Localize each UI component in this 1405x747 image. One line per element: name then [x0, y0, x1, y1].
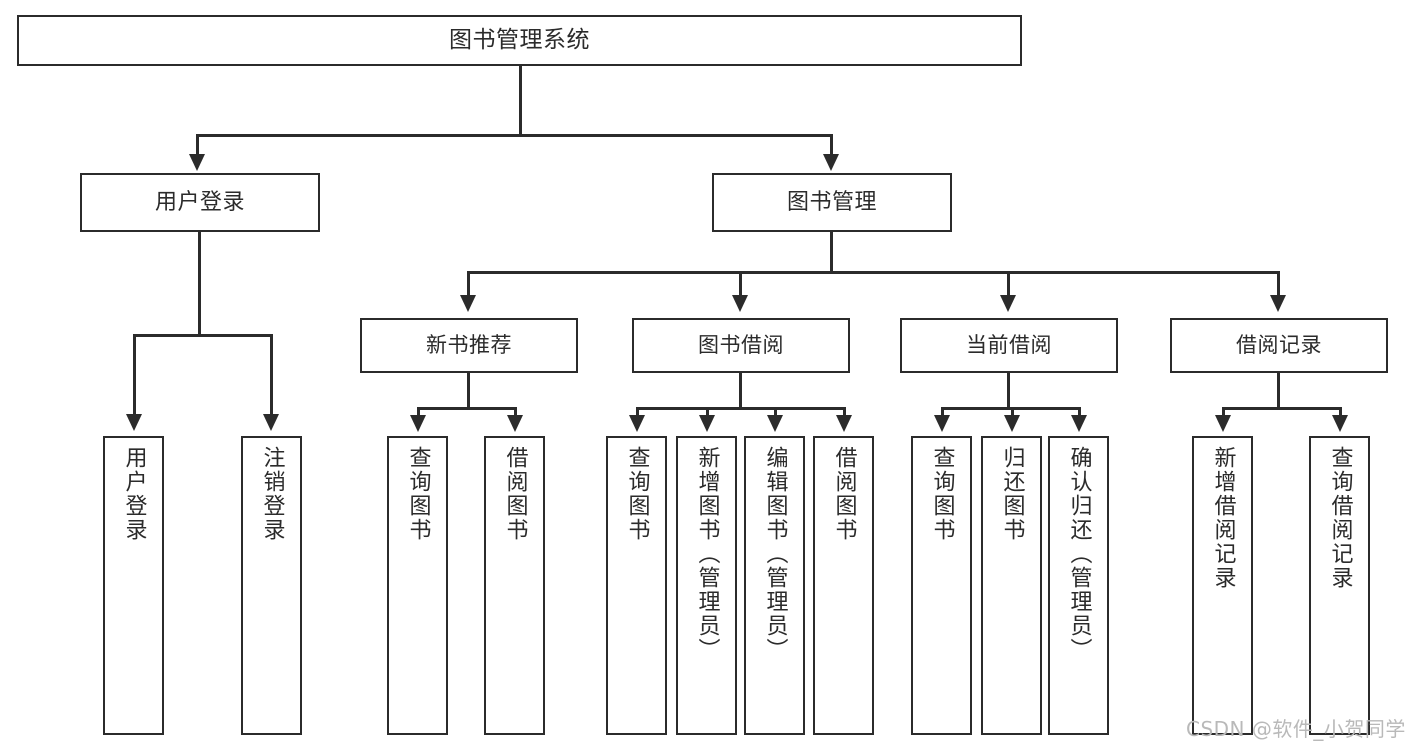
node-label: 用户登录 [154, 189, 245, 215]
connector-current-borrow-drop-1 [941, 407, 944, 417]
arrowhead-book-borrow-leaf-1 [629, 415, 645, 432]
node-label: 当前借阅 [966, 333, 1052, 358]
leaf-current-borrow-return-book[interactable]: 归还图书 [981, 436, 1042, 735]
connector-level2-bus [467, 271, 1279, 274]
connector-book-management-stem [830, 232, 833, 271]
arrowhead-current-borrow [1000, 295, 1016, 312]
connector-borrow-record-stem [1277, 373, 1280, 407]
connector-current-borrow-stem [1007, 373, 1010, 407]
arrowhead-new-book-leaf-2 [507, 415, 523, 432]
node-current-borrow[interactable]: 当前借阅 [900, 318, 1118, 373]
arrowhead-new-book-leaf-1 [410, 415, 426, 432]
arrowhead-user-login [189, 154, 205, 171]
node-label: 归还图书 [999, 446, 1025, 542]
arrowhead-borrow-record [1270, 295, 1286, 312]
connector-book-borrow-drop-2 [706, 407, 709, 417]
connector-borrow-record-bus [1222, 407, 1342, 410]
node-label: 新书推荐 [426, 333, 512, 358]
connector-current-borrow-bus [941, 407, 1080, 410]
arrowhead-book-borrow [732, 295, 748, 312]
connector-borrow-record-drop-1 [1222, 407, 1225, 417]
connector-level2-drop-4 [1277, 271, 1280, 297]
arrowhead-new-book-recommend [460, 295, 476, 312]
connector-level1-drop-book-management [830, 134, 833, 156]
leaf-new-book-query-book[interactable]: 查询图书 [387, 436, 448, 735]
node-label: 查询借阅记录 [1327, 446, 1353, 590]
node-user-login[interactable]: 用户登录 [80, 173, 320, 232]
arrowhead-book-borrow-leaf-3 [767, 415, 783, 432]
arrowhead-borrow-record-leaf-1 [1215, 415, 1231, 432]
connector-new-book-stem [467, 373, 470, 407]
connector-root-stem [519, 66, 522, 134]
arrowhead-user-login-leaf-1 [126, 414, 142, 431]
node-label: 编辑图书（管理员） [762, 446, 788, 662]
arrowhead-current-borrow-leaf-3 [1071, 415, 1087, 432]
leaf-book-borrow-add-book-admin[interactable]: 新增图书（管理员） [676, 436, 737, 735]
node-label: 图书借阅 [698, 333, 784, 358]
node-label: 查询图书 [624, 446, 650, 542]
node-label: 借阅记录 [1236, 333, 1322, 358]
connector-level2-drop-3 [1007, 271, 1010, 297]
connector-borrow-record-drop-2 [1339, 407, 1342, 417]
connector-user-login-drop-2 [270, 334, 273, 416]
node-label: 查询图书 [929, 446, 955, 542]
arrowhead-current-borrow-leaf-1 [934, 415, 950, 432]
node-label: 图书管理 [786, 189, 877, 215]
connector-book-borrow-drop-3 [774, 407, 777, 417]
connector-user-login-drop-1 [133, 334, 136, 416]
leaf-user-login-logout[interactable]: 注销登录 [241, 436, 302, 735]
connector-level1-bus [196, 134, 833, 137]
connector-level2-drop-1 [467, 271, 470, 297]
node-label: 图书管理系统 [449, 27, 590, 54]
connector-book-borrow-bus [636, 407, 844, 410]
node-book-management[interactable]: 图书管理 [712, 173, 952, 232]
leaf-borrow-record-query-record[interactable]: 查询借阅记录 [1309, 436, 1370, 735]
leaf-book-borrow-edit-book-admin[interactable]: 编辑图书（管理员） [744, 436, 805, 735]
arrowhead-user-login-leaf-2 [263, 414, 279, 431]
node-label: 查询图书 [405, 446, 431, 542]
node-borrow-record[interactable]: 借阅记录 [1170, 318, 1388, 373]
node-label: 借阅图书 [831, 446, 857, 542]
connector-user-login-bus [133, 334, 272, 337]
connector-book-borrow-drop-4 [843, 407, 846, 417]
arrowhead-book-borrow-leaf-4 [836, 415, 852, 432]
connector-new-book-bus [417, 407, 517, 410]
connector-current-borrow-drop-2 [1011, 407, 1014, 417]
connector-current-borrow-drop-3 [1078, 407, 1081, 417]
arrowhead-book-management [823, 154, 839, 171]
node-new-book-recommend[interactable]: 新书推荐 [360, 318, 578, 373]
node-label: 用户登录 [121, 446, 147, 542]
leaf-book-borrow-query-book[interactable]: 查询图书 [606, 436, 667, 735]
node-label: 新增图书（管理员） [694, 446, 720, 662]
connector-book-borrow-drop-1 [636, 407, 639, 417]
leaf-new-book-borrow-book[interactable]: 借阅图书 [484, 436, 545, 735]
leaf-book-borrow-borrow-book[interactable]: 借阅图书 [813, 436, 874, 735]
node-label: 新增借阅记录 [1210, 446, 1236, 590]
arrowhead-book-borrow-leaf-2 [699, 415, 715, 432]
connector-level2-drop-2 [739, 271, 742, 297]
connector-book-borrow-stem [739, 373, 742, 407]
leaf-user-login-user-login[interactable]: 用户登录 [103, 436, 164, 735]
connector-new-book-drop-2 [514, 407, 517, 417]
node-book-borrow[interactable]: 图书借阅 [632, 318, 850, 373]
node-root-book-management-system[interactable]: 图书管理系统 [17, 15, 1022, 66]
arrowhead-borrow-record-leaf-2 [1332, 415, 1348, 432]
node-label: 借阅图书 [502, 446, 528, 542]
leaf-current-borrow-confirm-return-admin[interactable]: 确认归还（管理员） [1048, 436, 1109, 735]
connector-new-book-drop-1 [417, 407, 420, 417]
leaf-borrow-record-add-record[interactable]: 新增借阅记录 [1192, 436, 1253, 735]
node-label: 注销登录 [259, 446, 285, 542]
connector-level1-drop-user-login [196, 134, 199, 156]
node-label: 确认归还（管理员） [1066, 446, 1092, 662]
leaf-current-borrow-query-book[interactable]: 查询图书 [911, 436, 972, 735]
connector-user-login-stem [198, 232, 201, 334]
arrowhead-current-borrow-leaf-2 [1004, 415, 1020, 432]
